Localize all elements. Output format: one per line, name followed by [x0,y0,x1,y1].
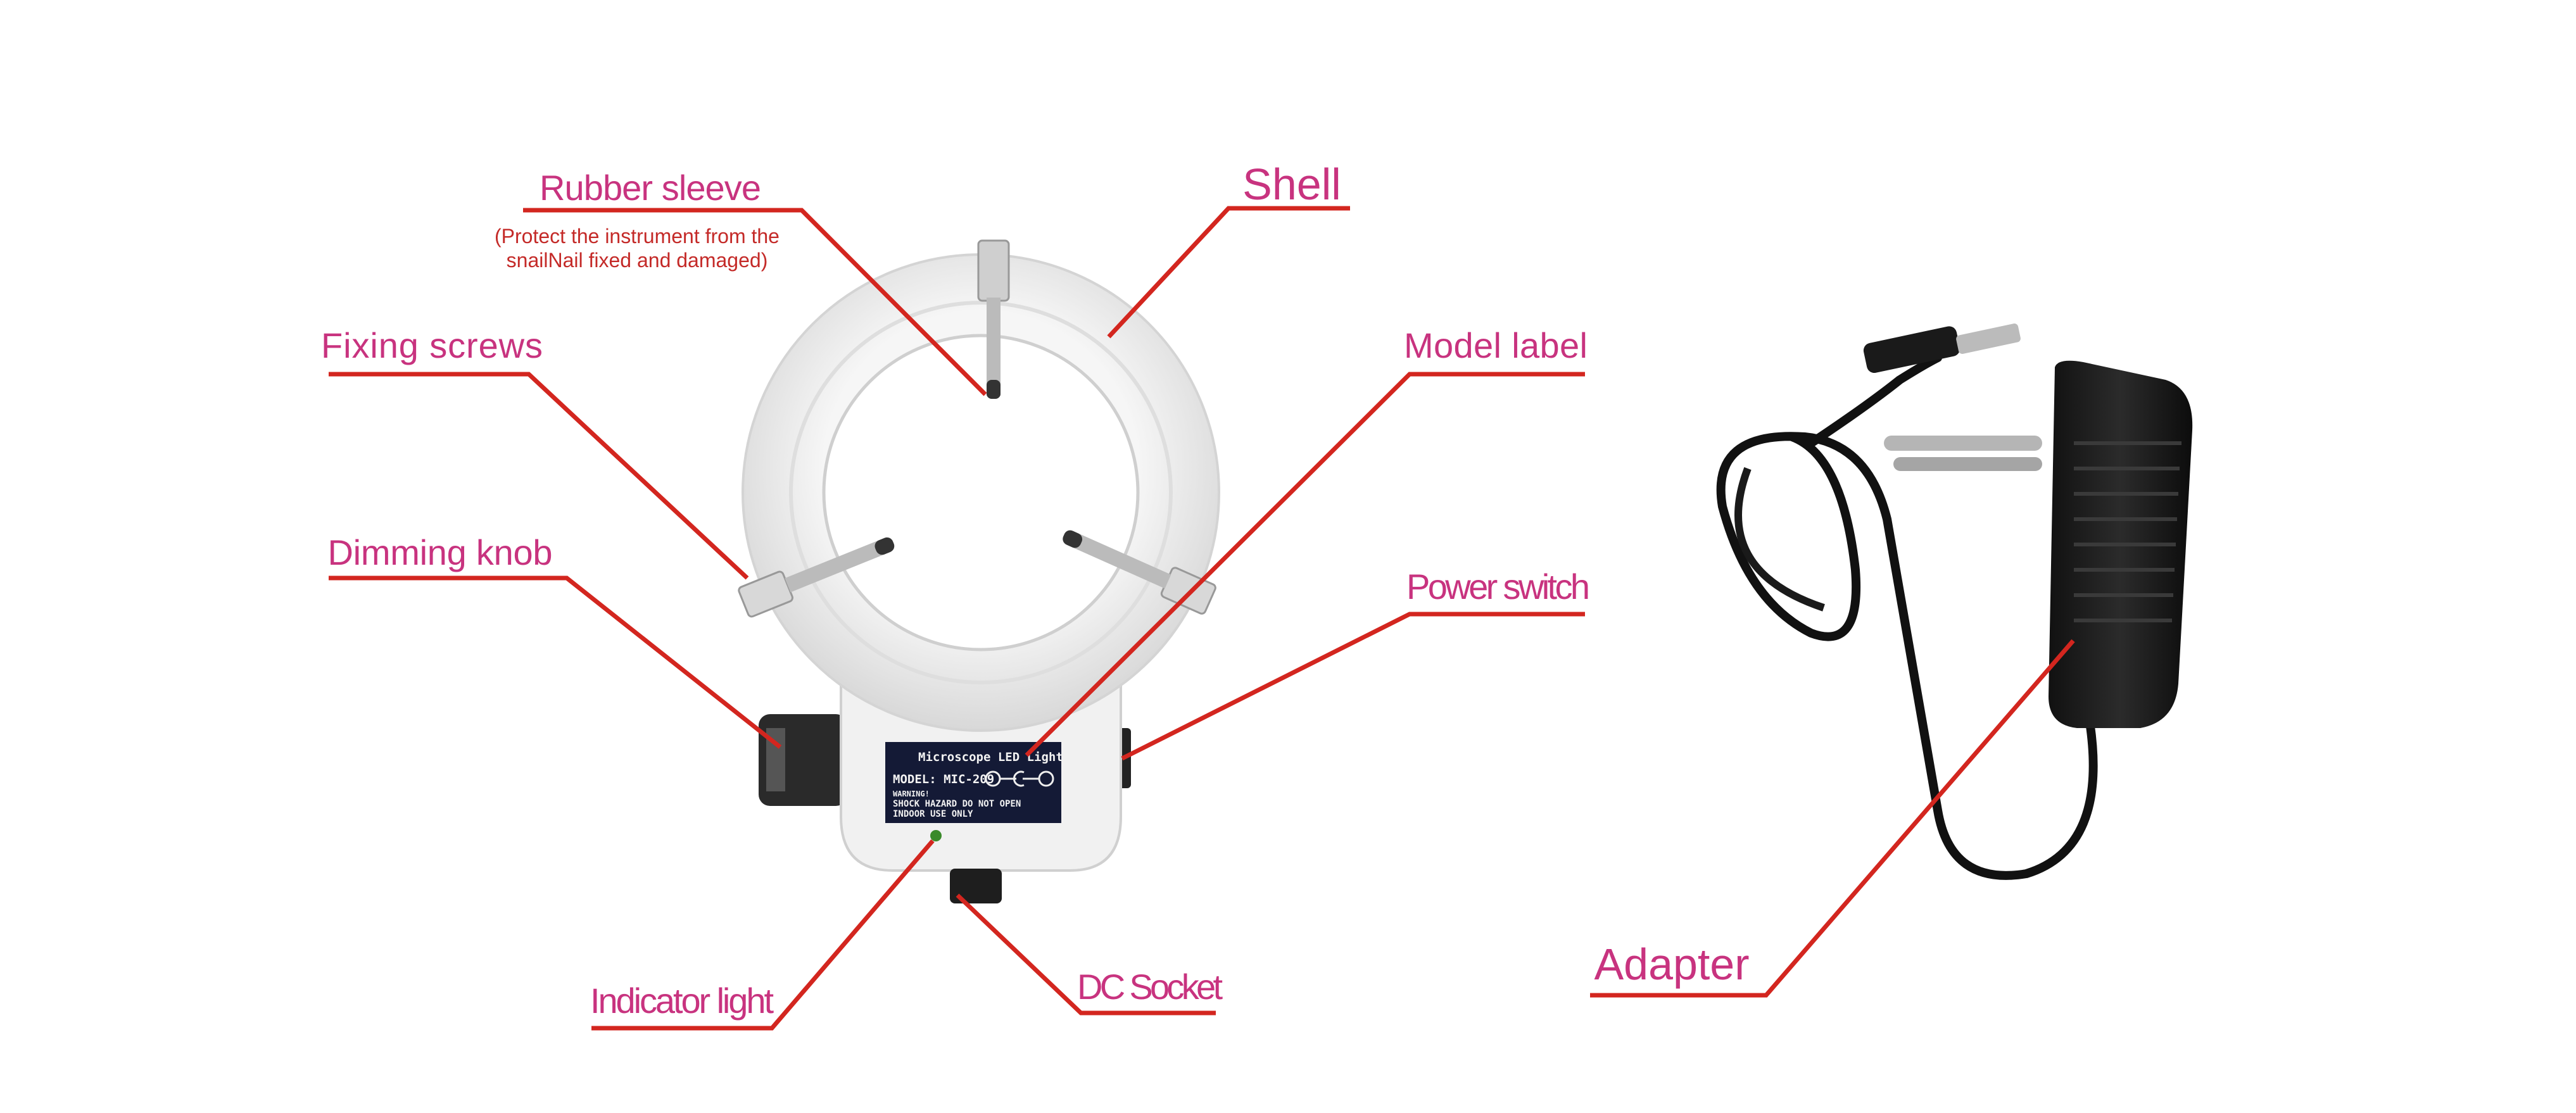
leader-shell [1107,206,1350,339]
leader-adapter [1590,639,2075,998]
leader-dc-socket [956,893,1216,1016]
polarity-icon [985,770,1054,787]
label-adapter: Adapter [1594,940,1750,989]
plate-title: Microscope LED Light [918,750,1063,764]
label-rubber-sleeve: Rubber sleeve [540,168,761,208]
label-dc-socket: DC Socket [1077,967,1223,1007]
label-model-label: Model label [1404,325,1588,365]
cable [1716,353,2098,880]
rubber-sleeve-note-2: snailNail fixed and damaged) [507,249,768,272]
screw-top [977,239,1010,399]
label-power-switch: Power switch [1406,567,1590,607]
indicator-light [930,830,942,841]
label-shell: Shell [1242,160,1341,209]
adapter [1716,324,2193,880]
screw-right [1063,530,1216,615]
dc-plug [1863,326,1960,374]
ring-light: Microscope LED Light MODEL: MIC-209 WARN… [738,239,1220,903]
rubber-sleeve-note-1: (Protect the instrument from the [495,225,780,248]
model-plate: Microscope LED Light MODEL: MIC-209 WARN… [885,742,1063,823]
leader-model-label [1025,372,1585,757]
label-indicator-light: Indicator light [590,981,774,1021]
label-fixing-screws: Fixing screws [321,325,543,365]
leader-dimming-knob [329,575,782,749]
plate-line2: INDOOR USE ONLY [893,809,973,819]
plate-line1: SHOCK HAZARD DO NOT OPEN [893,799,1021,809]
label-dimming-knob: Dimming knob [328,532,553,572]
leader-power-switch [1121,612,1585,761]
leader-indicator-light [591,839,935,1031]
plate-model: MODEL: MIC-209 [893,772,994,786]
plate-warning: WARNING! [893,789,930,798]
leader-fixing-screws [329,372,749,580]
plug-prong [1884,436,2042,451]
leader-rubber-sleeve [523,208,987,396]
plug-prong [1893,457,2042,471]
screw-left [738,537,895,618]
dc-socket [950,869,1002,903]
